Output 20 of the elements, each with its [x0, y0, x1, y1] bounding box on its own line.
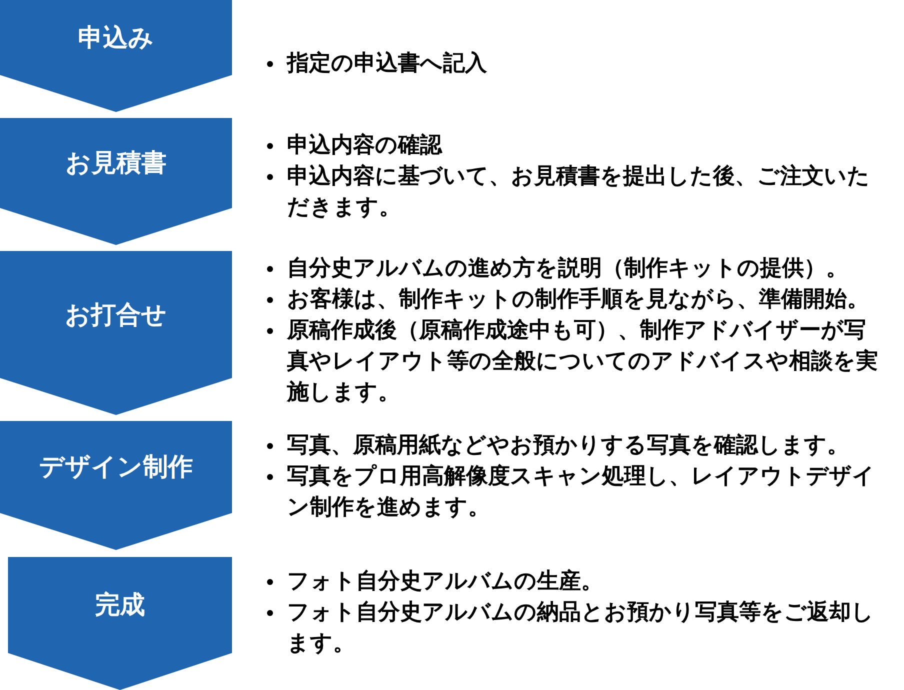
bullet-text: フォト自分史アルバムの生産。 [287, 568, 604, 596]
bullet-text: お客様は、制作キットの制作手順を見ながら、準備開始。 [287, 286, 870, 314]
step-label: 申込み [77, 22, 155, 52]
bullet-text: 写真をプロ用高解像度スキャン処理し、レイアウトデザイン制作を進めます。 [287, 462, 876, 522]
process-step [0, 251, 232, 415]
step-label: お打合せ [64, 300, 168, 330]
process-step [8, 557, 232, 690]
step-label: デザイン制作 [38, 452, 194, 482]
bullet-text: 申込内容の確認 [287, 132, 444, 160]
bullet-text: フォト自分史アルバムの納品とお預かり写真等をご返却します。 [287, 599, 875, 658]
bullet-text: 原稿作成後（原稿作成途中も可）、制作アドバイザーが写真やレイアウト等の全般についてのアドバイスや相談を実施します。 [287, 317, 879, 407]
process-step [0, 0, 232, 112]
bullet-text: 写真、原稿用紙などやお預かりする写真を確認します。 [287, 432, 850, 460]
step-label: お見積書 [64, 148, 168, 178]
process-step [0, 118, 232, 245]
bullet-text: 自分史アルバムの進め方を説明（制作キットの提供）。 [287, 254, 849, 283]
bullet-text: 指定の申込書へ記入 [287, 50, 488, 78]
step-label: 完成 [94, 590, 146, 620]
bullet-text: 申込内容に基づいて、お見積書を提出した後、ご注文いただきます。 [287, 162, 871, 222]
process-step [0, 421, 232, 550]
